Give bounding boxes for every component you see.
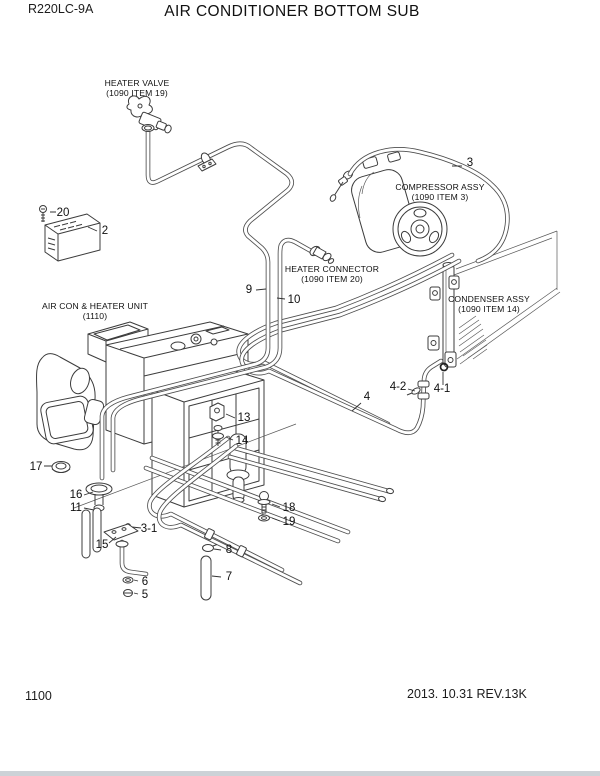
callout-2: 2 bbox=[102, 225, 108, 237]
heater-valve-label: HEATER VALVE bbox=[105, 78, 170, 88]
compressor-label: COMPRESSOR ASSY bbox=[395, 182, 484, 192]
callout-20: 20 bbox=[57, 207, 70, 219]
heater-valve-drawing bbox=[126, 95, 172, 134]
drain-tube bbox=[92, 507, 102, 553]
aircon-unit-ref: (1110) bbox=[83, 311, 107, 321]
hose-nut bbox=[417, 380, 430, 388]
callout-5: 5 bbox=[142, 589, 148, 601]
heater-connector-drawing bbox=[309, 245, 335, 264]
callout-19: 19 bbox=[283, 516, 296, 528]
hose-nut bbox=[417, 392, 430, 400]
drain-funnel-16 bbox=[85, 482, 113, 512]
aircon-unit-drawing bbox=[36, 321, 297, 509]
pipe-end-fitting bbox=[386, 487, 394, 495]
tube-7 bbox=[200, 555, 212, 601]
pipe-end-fitting bbox=[378, 495, 386, 503]
heater-connector-label: HEATER CONNECTOR bbox=[285, 264, 379, 274]
callout-10: 10 bbox=[288, 294, 301, 306]
bracket-13 bbox=[209, 402, 225, 422]
heater-valve-ref: (1090 ITEM 19) bbox=[106, 88, 168, 98]
page-title: AIR CONDITIONER BOTTOM SUB bbox=[164, 3, 420, 20]
callout-labels: 20 2 3 9 10 4-2 4-1 4 13 14 17 16 11 3-1… bbox=[30, 157, 474, 601]
callout-7: 7 bbox=[226, 571, 232, 583]
callout-18: 18 bbox=[283, 502, 296, 514]
condenser-drawing bbox=[427, 230, 561, 368]
hose-clamp bbox=[204, 528, 215, 541]
page-number: 1100 bbox=[25, 689, 52, 703]
callout-13: 13 bbox=[238, 412, 251, 424]
callout-17: 17 bbox=[30, 461, 43, 473]
callout-16: 16 bbox=[70, 489, 83, 501]
fitting-4-2 bbox=[406, 387, 421, 396]
heater-connector-ref: (1090 ITEM 20) bbox=[301, 274, 363, 284]
pipe-plate-15 bbox=[103, 523, 139, 548]
window-bottom-edge bbox=[0, 771, 600, 776]
callout-11: 11 bbox=[70, 502, 82, 514]
callout-9: 9 bbox=[246, 284, 252, 296]
callout-3-1: 3-1 bbox=[141, 523, 158, 535]
aircon-unit-label: AIR CON & HEATER UNIT bbox=[42, 301, 149, 311]
condenser-brackets bbox=[427, 275, 460, 368]
washer-6 bbox=[122, 576, 134, 584]
revision-date: 2013. 10.31 REV.13K bbox=[407, 687, 527, 701]
callout-4: 4 bbox=[364, 391, 371, 403]
condenser-label: CONDENSER ASSY bbox=[448, 294, 530, 304]
callout-14: 14 bbox=[236, 435, 249, 447]
control-panel-drawing bbox=[39, 205, 101, 262]
leader-lines bbox=[44, 165, 462, 595]
grommet-17 bbox=[51, 461, 71, 473]
panel-screw bbox=[39, 205, 47, 222]
bolt-14 bbox=[212, 425, 224, 446]
blower-grille bbox=[40, 395, 94, 445]
washer-19 bbox=[258, 514, 270, 522]
callout-8: 8 bbox=[226, 544, 232, 556]
callout-4-2: 4-2 bbox=[390, 381, 407, 393]
compressor-ref: (1090 ITEM 3) bbox=[412, 192, 469, 202]
drain-tube bbox=[81, 509, 91, 559]
callout-4-1: 4-1 bbox=[434, 383, 451, 395]
clamp-8 bbox=[202, 544, 218, 552]
compressor-drawing bbox=[329, 151, 448, 257]
condenser-fins bbox=[458, 315, 488, 360]
callout-3: 3 bbox=[467, 157, 473, 169]
bolt-18 bbox=[257, 491, 271, 514]
hose-clamp bbox=[236, 545, 247, 558]
hose-clamp-drawing bbox=[197, 152, 217, 172]
component-labels: HEATER VALVE (1090 ITEM 19) COMPRESSOR A… bbox=[42, 78, 530, 321]
callout-6: 6 bbox=[142, 576, 148, 588]
model-code: R220LC-9A bbox=[28, 2, 94, 16]
callout-15: 15 bbox=[96, 539, 109, 551]
condenser-ref: (1090 ITEM 14) bbox=[458, 304, 520, 314]
o-ring-4-1 bbox=[439, 362, 449, 372]
